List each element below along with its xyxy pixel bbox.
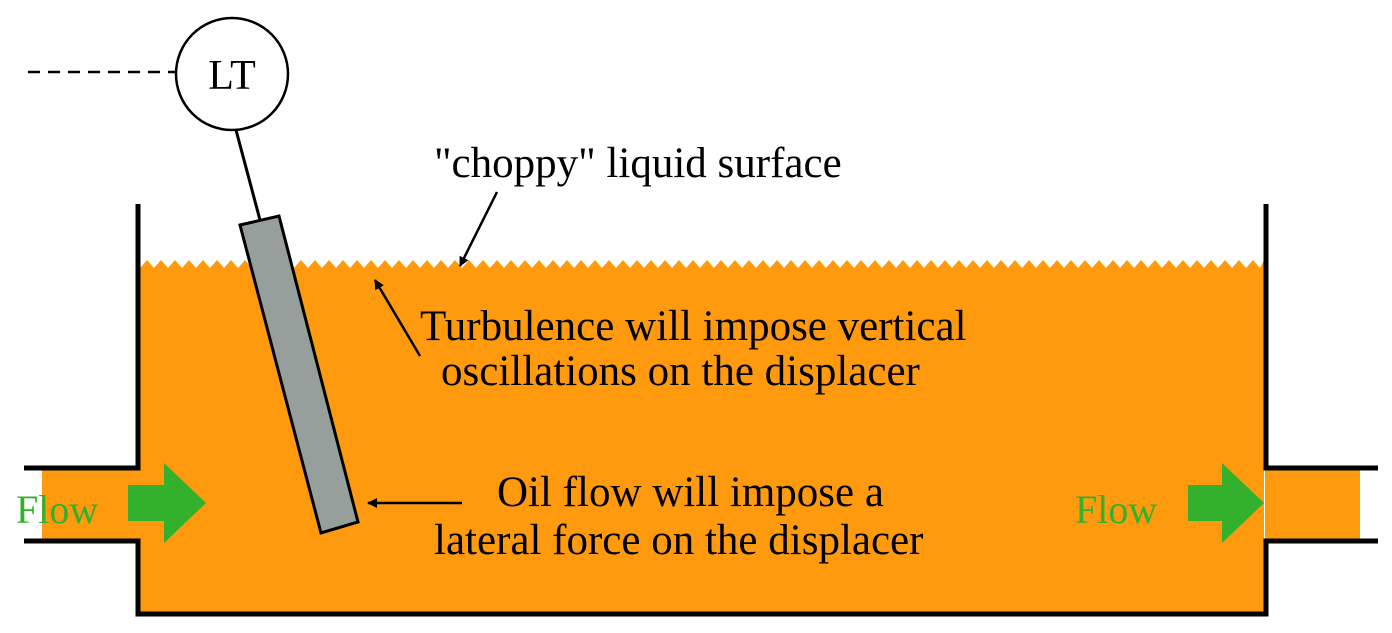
outlet-flow-arrow-icon (1188, 463, 1264, 543)
inlet-pipe-liquid (42, 468, 140, 541)
displacer-rod (234, 129, 262, 221)
inlet-flow-arrow-icon (128, 463, 206, 543)
inlet-flow-label: Flow (16, 487, 98, 532)
level-transmitter-icon (174, 16, 290, 132)
lateral-annotation-line2: lateral force on the displacer (434, 517, 923, 564)
turbulence-pointer-arrow (373, 279, 422, 357)
displacer (238, 214, 360, 535)
outlet-flow-label: Flow (1075, 487, 1157, 532)
transmitter-tag: LT (208, 53, 255, 99)
surface-annotation: "choppy" liquid surface (434, 140, 842, 187)
surface-pointer-arrow (458, 191, 499, 267)
turbulence-annotation-line1: Turbulence will impose vertical (420, 303, 967, 350)
lateral-annotation-line1: Oil flow will impose a (497, 469, 884, 516)
turbulence-annotation-line2: oscillations on the displacer (441, 348, 920, 395)
vessel-outline (24, 204, 1378, 617)
oil-liquid (140, 260, 1264, 612)
outlet-pipe-liquid (1265, 468, 1360, 541)
